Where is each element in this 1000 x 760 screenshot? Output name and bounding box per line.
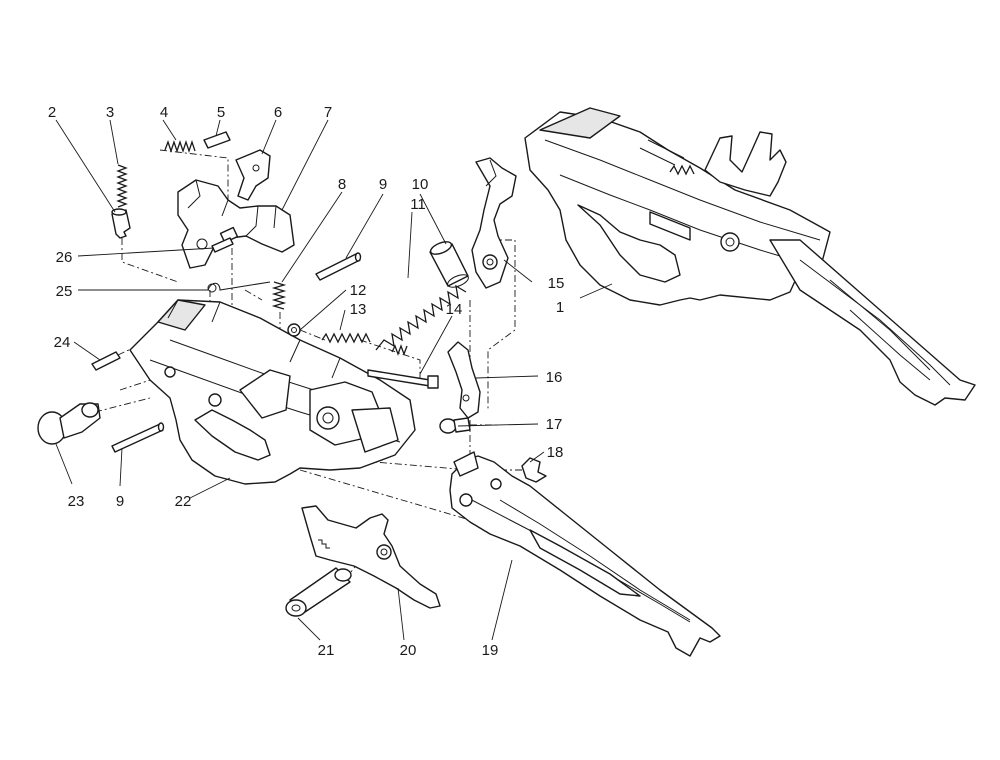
callout-13: 13 <box>350 301 367 318</box>
part-1-trigger-assembly <box>524 107 976 406</box>
part-13-spring <box>321 332 408 356</box>
callout-22: 22 <box>175 493 192 510</box>
part-9-pin-lower <box>111 422 165 453</box>
part-23-safety-button <box>37 402 101 445</box>
part-8-spring <box>271 281 287 310</box>
callout-5: 5 <box>217 104 225 121</box>
part-5-pin <box>203 131 231 149</box>
part-22-trigger-guard-housing <box>129 299 416 485</box>
part-18-clip <box>521 457 547 483</box>
part-4-spring <box>164 139 196 154</box>
part-24-pin <box>91 351 121 371</box>
part-16-disconnector <box>447 341 481 419</box>
callout-21: 21 <box>318 642 335 659</box>
callout-1: 1 <box>556 299 564 316</box>
callout-12: 12 <box>350 282 367 299</box>
part-25-spring-wire <box>207 281 271 293</box>
part-10-bushing <box>429 241 469 288</box>
callout-25: 25 <box>56 283 73 300</box>
callout-10: 10 <box>412 176 429 193</box>
part-12-washer <box>287 323 301 337</box>
callout-19: 19 <box>482 642 499 659</box>
callout-14: 14 <box>446 301 463 318</box>
part-7-hammer-block <box>177 179 295 269</box>
leader-lines <box>55 119 613 641</box>
callout-17: 17 <box>546 416 563 433</box>
part-11-hammer-spring <box>375 284 467 351</box>
callout-3: 3 <box>106 104 114 121</box>
callout-labels: 2 3 4 5 6 7 8 9 10 11 12 13 14 15 1 26 2… <box>48 104 565 659</box>
part-6-sear <box>235 149 271 201</box>
callout-4: 4 <box>160 104 168 121</box>
part-15-hammer <box>471 157 517 289</box>
callout-18: 18 <box>547 444 564 461</box>
part-26-pin <box>211 237 234 253</box>
part-17-screw <box>439 417 471 434</box>
callout-9-lower: 9 <box>116 493 124 510</box>
callout-24: 24 <box>54 334 71 351</box>
callout-9-upper: 9 <box>379 176 387 193</box>
part-19-trigger-plate <box>449 451 721 657</box>
callout-11: 11 <box>410 196 426 213</box>
callout-23: 23 <box>68 493 85 510</box>
part-21-bushing-pin <box>285 567 352 617</box>
part-14-pin <box>367 369 439 389</box>
part-3-spring <box>116 164 128 208</box>
callout-16: 16 <box>546 369 563 386</box>
callout-15: 15 <box>548 275 565 292</box>
callout-6: 6 <box>274 104 282 121</box>
callout-8: 8 <box>338 176 346 193</box>
part-20-lever <box>301 505 441 609</box>
part-9-pin-upper <box>315 252 362 281</box>
callout-2: 2 <box>48 104 56 121</box>
callout-7: 7 <box>324 104 332 121</box>
part-2-plunger <box>111 208 131 239</box>
callout-20: 20 <box>400 642 417 659</box>
callout-26: 26 <box>56 249 73 266</box>
